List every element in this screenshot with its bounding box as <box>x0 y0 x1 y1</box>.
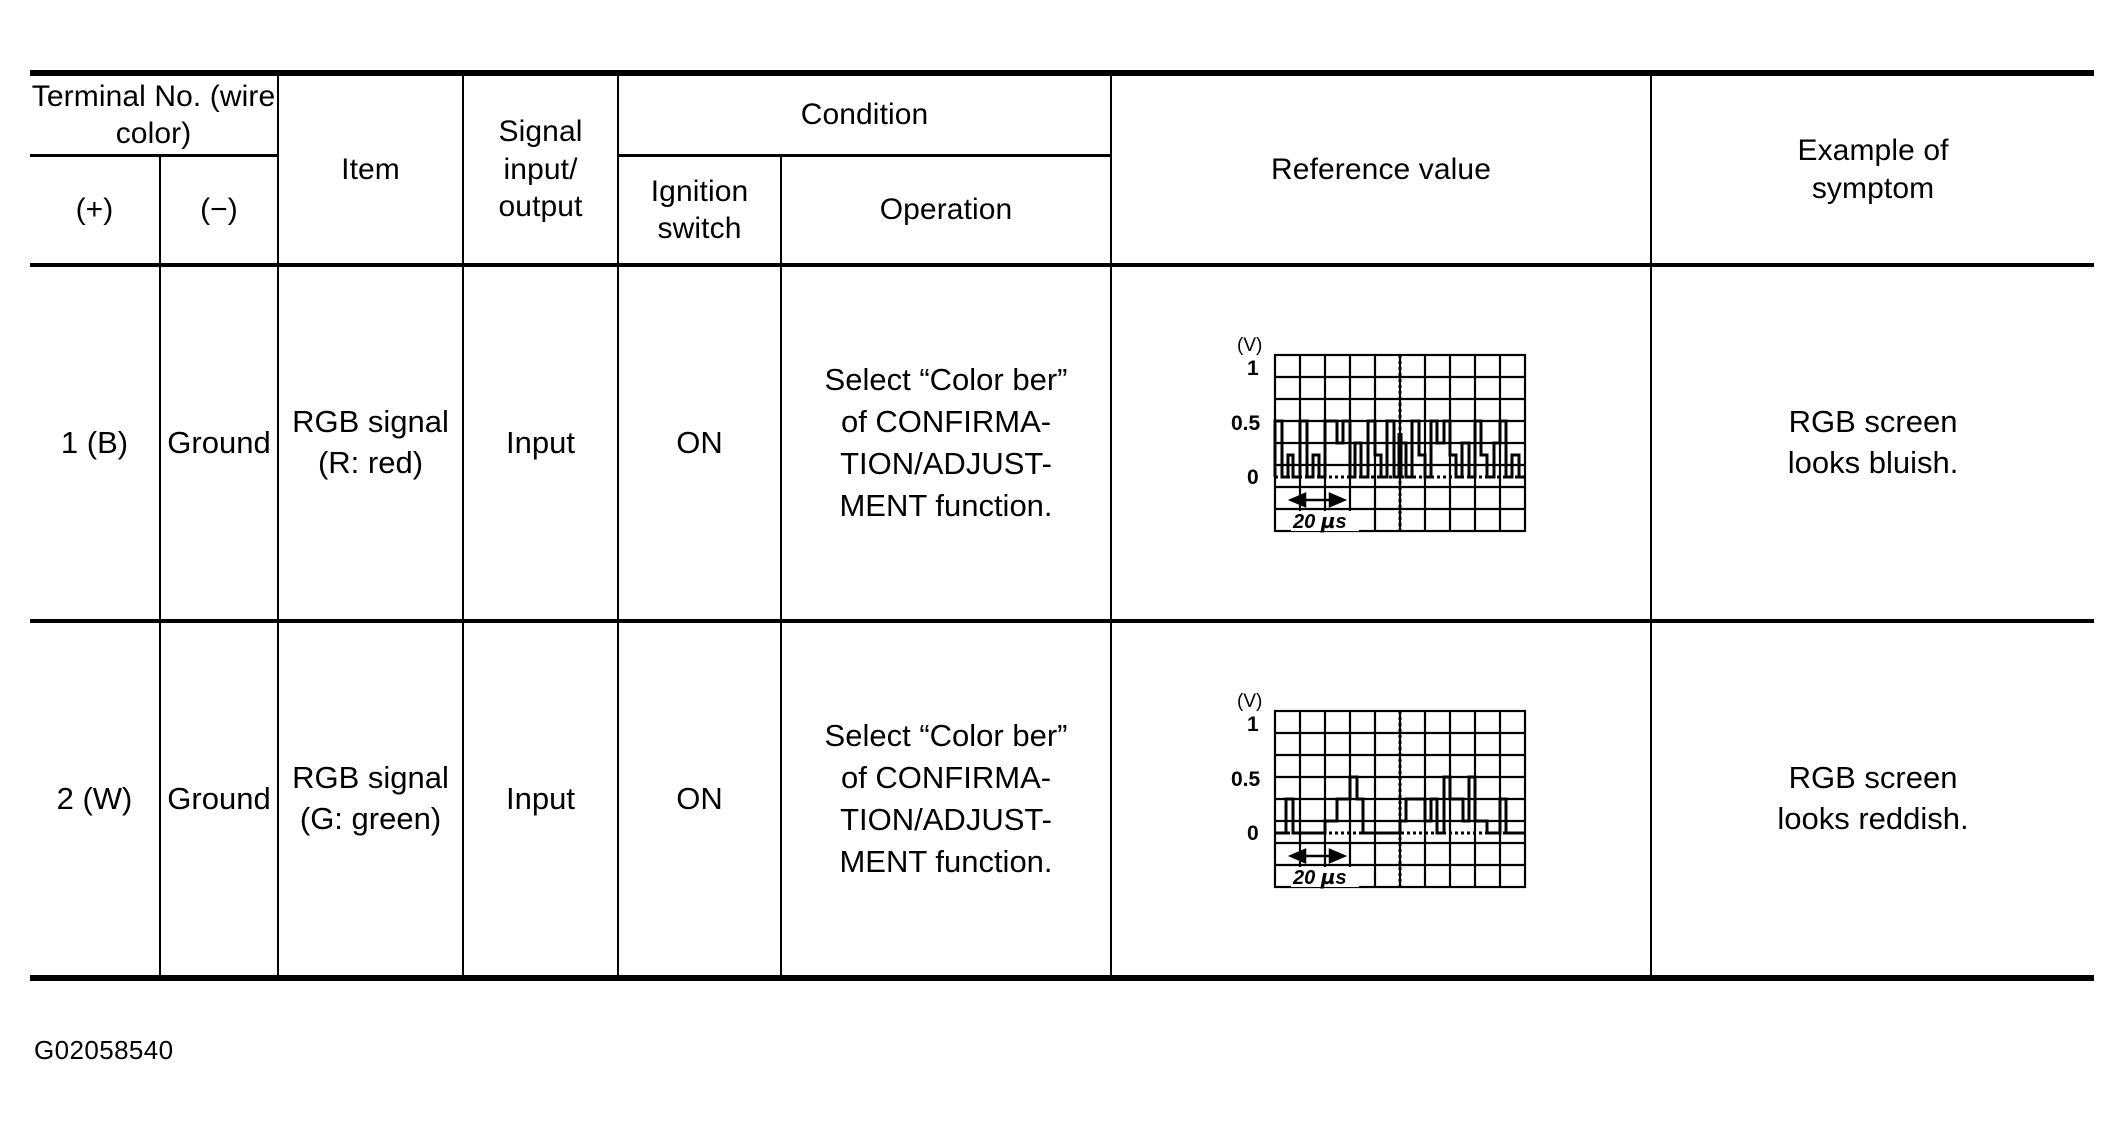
header-terminal-plus: (+) <box>30 155 161 265</box>
spec-table-container: Terminal No. (wire color) Item Signal in… <box>30 70 2095 981</box>
cell-reference-value: (V) 1 0.5 0 <box>1110 619 1653 978</box>
waveform-svg: (V) 1 0.5 0 <box>1231 691 1527 889</box>
header-signal-line2: input/ <box>503 152 578 186</box>
scope-ytick-1: 1 <box>1247 713 1259 736</box>
cell-item: RGB signal (R: red) <box>277 263 465 621</box>
waveform-svg: (V) 1 0.5 0 <box>1231 335 1527 533</box>
cell-ignition-switch: ON <box>617 263 783 621</box>
header-signal-line3: output <box>498 190 583 224</box>
cell-operation-line1: Select “Color ber” <box>824 718 1068 754</box>
cell-terminal-plus: 1 (B) <box>30 263 161 621</box>
header-ignition-switch: Ignition switch <box>617 155 783 265</box>
cell-signal-io: Input <box>462 263 620 621</box>
header-symptom-line2: symptom <box>1811 171 1935 205</box>
cell-item-line1: RGB signal <box>292 404 449 440</box>
cell-operation-line4: MENT function. <box>839 843 1053 879</box>
cell-item: RGB signal (G: green) <box>277 619 465 978</box>
header-row-secondary: (+) (−) Ignition switch Operation <box>30 155 2094 265</box>
cell-item-line1: RGB signal <box>292 760 449 796</box>
cell-item-line2: (G: green) <box>299 801 442 836</box>
cell-reference-value: (V) 1 0.5 0 <box>1110 263 1653 621</box>
cell-operation-line1: Select “Color ber” <box>824 362 1068 398</box>
cell-signal-io: Input <box>462 619 620 978</box>
table-row: 1 (B) Ground RGB signal (R: red) Input O… <box>30 263 2095 621</box>
header-example-of-symptom: Example of symptom <box>1650 73 2095 265</box>
header-terminal-no-line2: color) <box>115 117 192 150</box>
scope-time-label: 20 µs <box>1292 865 1347 889</box>
scope-ytick-05: 0.5 <box>1231 412 1261 435</box>
oscilloscope-waveform-chart: (V) 1 0.5 0 <box>1231 689 1531 909</box>
header-condition: Condition <box>617 73 1113 157</box>
cell-operation: Select “Color ber” of CONFIRMA- TION/ADJ… <box>780 263 1113 621</box>
scope-unit-label: (V) <box>1237 335 1262 356</box>
cell-terminal-minus: Ground <box>158 263 280 621</box>
scope-time-label-bg <box>1291 867 1360 887</box>
cell-symptom-line1: RGB screen <box>1788 760 1958 796</box>
oscilloscope-waveform-chart: (V) 1 0.5 0 <box>1231 333 1531 553</box>
scope-axis-labels: (V) 1 0.5 0 <box>1231 335 1262 489</box>
cell-item-line2: (R: red) <box>317 445 424 480</box>
scope-ytick-05: 0.5 <box>1231 768 1261 791</box>
cell-example-of-symptom: RGB screen looks reddish. <box>1650 619 2095 978</box>
cell-ignition-switch: ON <box>617 619 783 978</box>
header-item: Item <box>277 73 465 265</box>
scope-unit-label: (V) <box>1237 691 1262 712</box>
scope-time-marker <box>1287 848 1348 864</box>
header-operation: Operation <box>780 155 1112 265</box>
cell-example-of-symptom: RGB screen looks bluish. <box>1650 263 2095 621</box>
cell-terminal-minus: Ground <box>158 619 280 978</box>
cell-operation-line2: of CONFIRMA- <box>840 760 1052 796</box>
cell-operation-line2: of CONFIRMA- <box>840 404 1052 440</box>
scope-ytick-1: 1 <box>1247 357 1259 380</box>
cell-operation: Select “Color ber” of CONFIRMA- TION/ADJ… <box>780 619 1113 978</box>
header-signal-input-output: Signal input/ output <box>462 73 620 265</box>
scope-trace <box>1275 775 1526 835</box>
header-terminal-minus: (−) <box>158 155 280 265</box>
scope-time-label: 20 µs <box>1292 509 1347 533</box>
terminal-reference-table: Terminal No. (wire color) Item Signal in… <box>30 70 2095 981</box>
header-ignition-line1: Ignition <box>650 174 749 208</box>
scope-axis-labels: (V) 1 0.5 0 <box>1231 691 1262 845</box>
document-code: G02058540 <box>34 1035 174 1065</box>
cell-terminal-plus: 2 (W) <box>30 619 161 978</box>
header-row-primary: Terminal No. (wire color) Item Signal in… <box>30 73 2095 265</box>
cell-operation-line4: MENT function. <box>839 487 1053 523</box>
cell-operation-line3: TION/ADJUST- <box>840 802 1052 837</box>
cell-symptom-line2: looks bluish. <box>1787 445 1959 480</box>
cell-operation-line3: TION/ADJUST- <box>840 446 1052 481</box>
header-terminal-no: Terminal No. (wire color) <box>30 73 280 157</box>
header-terminal-no-line1: Terminal No. (wire <box>31 79 276 113</box>
cell-symptom-line2: looks reddish. <box>1777 801 1969 836</box>
scope-time-label-bg <box>1291 511 1360 531</box>
scope-trace <box>1273 419 1526 479</box>
table-row: 2 (W) Ground RGB signal (G: green) Input… <box>30 619 2095 978</box>
scope-time-marker <box>1287 492 1348 508</box>
header-ignition-line2: switch <box>657 212 742 245</box>
cell-symptom-line1: RGB screen <box>1788 404 1958 440</box>
header-signal-line1: Signal <box>498 115 583 149</box>
header-symptom-line1: Example of <box>1797 134 1949 167</box>
header-reference-value: Reference value <box>1110 73 1653 265</box>
scope-ytick-0: 0 <box>1247 466 1259 489</box>
scope-ytick-0: 0 <box>1247 822 1259 845</box>
